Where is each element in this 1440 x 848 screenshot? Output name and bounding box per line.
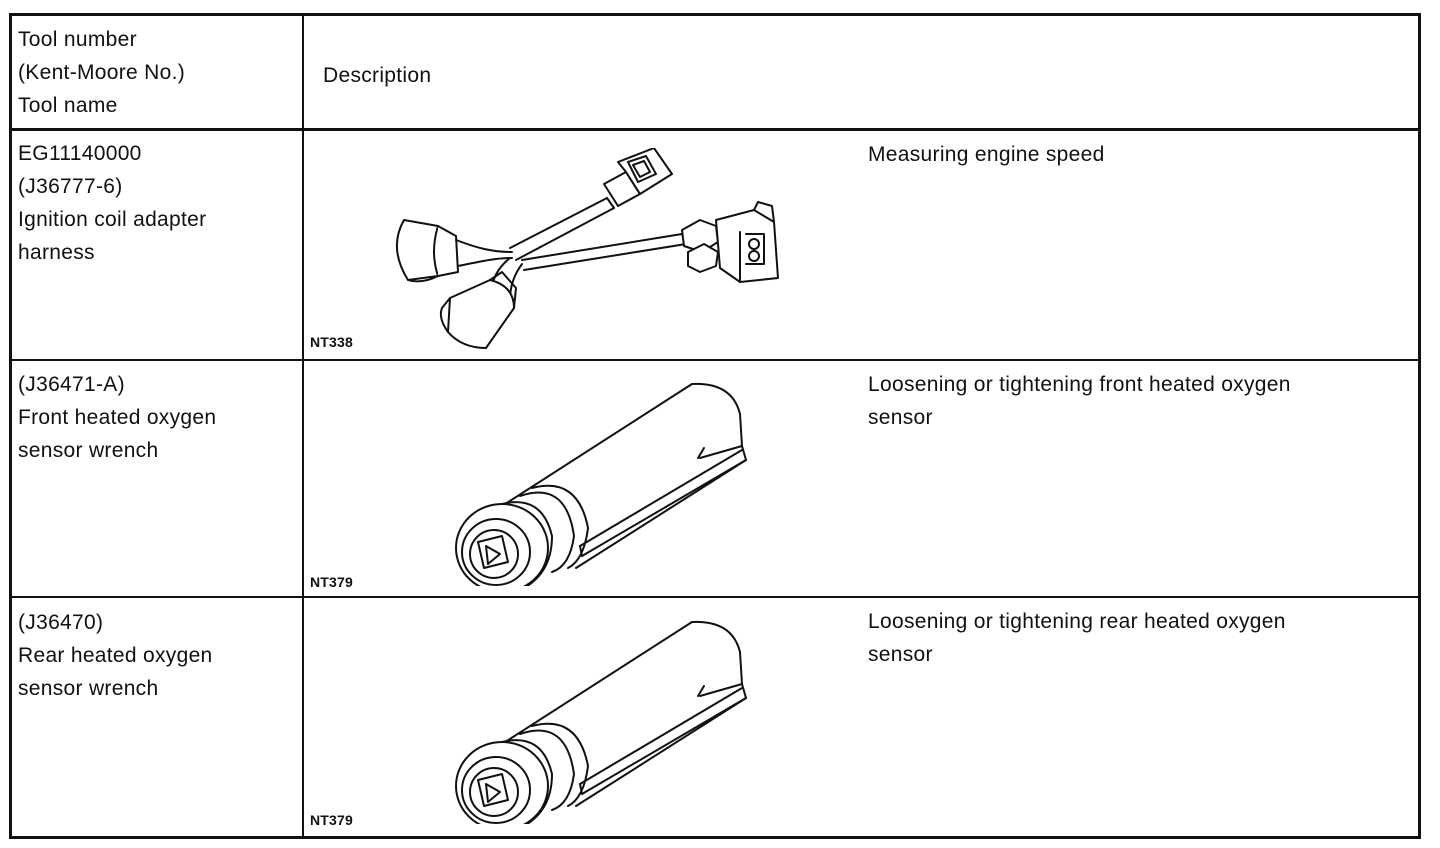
row-divider xyxy=(12,596,1418,598)
tool-cell: (J36470) Rear heated oxygen sensor wrenc… xyxy=(18,611,213,700)
oxygen-sensor-wrench-illustration xyxy=(442,376,762,586)
description-cell: Measuring engine speed xyxy=(868,143,1105,166)
figure-code: NT379 xyxy=(310,574,354,590)
tool-cell: (J36471-A) Front heated oxygen sensor wr… xyxy=(18,373,217,462)
oxygen-sensor-wrench-illustration xyxy=(442,614,762,824)
header-row-divider xyxy=(12,128,1418,131)
tool-cell: EG11140000 (J36777-6) Ignition coil adap… xyxy=(18,142,207,264)
header-description-column: Description xyxy=(323,64,432,87)
description-cell: Loosening or tightening front heated oxy… xyxy=(868,373,1291,429)
header-tool-column: Tool number (Kent-Moore No.) Tool name xyxy=(18,28,186,117)
column-divider xyxy=(302,16,304,836)
ignition-coil-adapter-harness-illustration xyxy=(382,148,802,353)
figure-code: NT338 xyxy=(310,334,354,350)
row-divider xyxy=(12,359,1418,361)
description-cell: Loosening or tightening rear heated oxyg… xyxy=(868,610,1286,666)
special-tools-table: Tool number (Kent-Moore No.) Tool name D… xyxy=(9,13,1421,839)
figure-code: NT379 xyxy=(310,812,354,828)
